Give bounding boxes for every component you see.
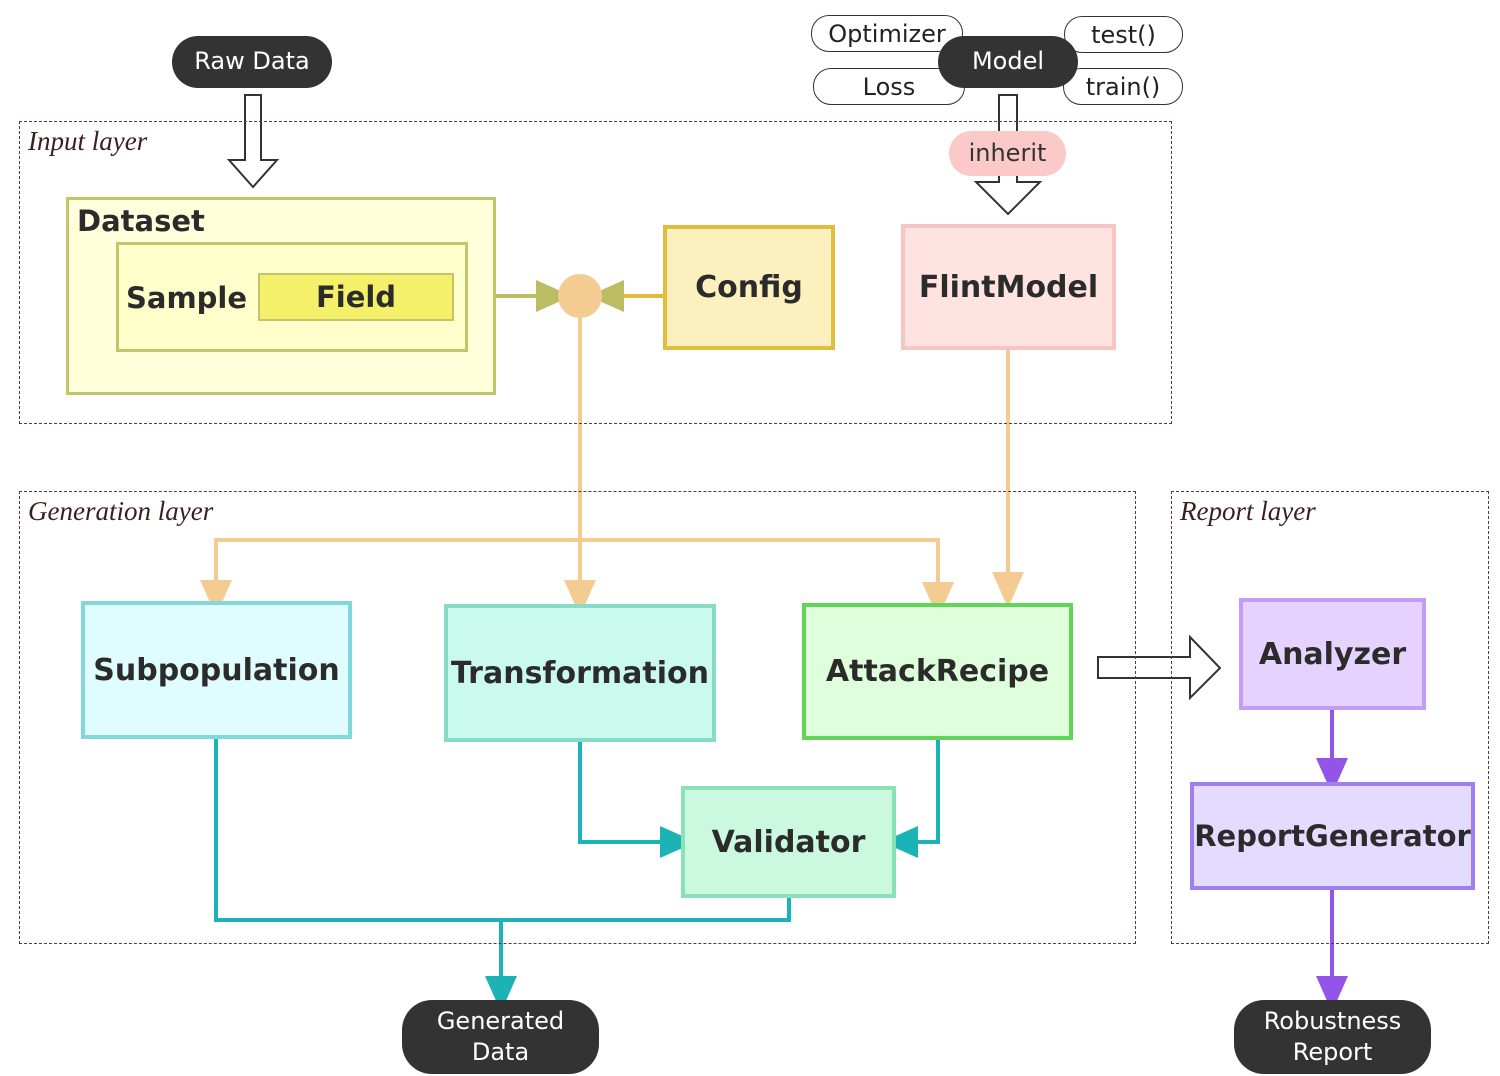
test-label: test()	[1091, 20, 1156, 49]
sample-label: Sample	[126, 281, 248, 315]
loss-label: Loss	[862, 72, 916, 101]
generated-data-terminal: Generated Data	[402, 1000, 599, 1074]
input-layer: Input layer	[19, 121, 1172, 424]
generation-layer-title: Generation layer	[28, 496, 214, 526]
transformation-to-validator-wire	[578, 742, 696, 858]
inherit-label: inherit	[968, 138, 1047, 167]
field-box: Field	[258, 273, 454, 321]
dataset-box: Dataset Sample Field	[66, 197, 496, 395]
inherit-badge: inherit	[949, 131, 1066, 176]
generation-layer: Generation layer	[19, 491, 1136, 944]
flintmodel-box: FlintModel	[901, 224, 1116, 350]
field-label: Field	[315, 280, 397, 314]
reportgenerator-box: ReportGenerator	[1190, 782, 1475, 890]
subpopulation-box: Subpopulation	[81, 601, 352, 739]
loss-tag: Loss	[813, 68, 965, 105]
attackrecipe-box: AttackRecipe	[802, 603, 1073, 740]
sample-box: Sample Field	[116, 242, 468, 352]
analyzer-box: Analyzer	[1239, 598, 1426, 710]
flintmodel-label: FlintModel	[918, 269, 1099, 305]
report-layer: Report layer	[1171, 491, 1489, 944]
transformation-box: Transformation	[444, 604, 716, 742]
generated-data-label-line1: Generated	[436, 1006, 565, 1035]
join-node	[558, 274, 602, 318]
optimizer-tag: Optimizer	[811, 15, 963, 52]
config-label: Config	[695, 270, 803, 305]
generation-to-report-arrow	[1097, 634, 1222, 701]
raw-data-label: Raw Data	[194, 47, 310, 76]
generated-data-label-line2: Data	[471, 1038, 530, 1066]
validator-box: Validator	[681, 786, 896, 898]
dataset-title: Dataset	[77, 204, 205, 238]
reportgenerator-label: ReportGenerator	[1194, 819, 1471, 853]
report-layer-title: Report layer	[1180, 496, 1316, 526]
model-label: Model	[971, 47, 1045, 76]
transformation-label: Transformation	[451, 655, 709, 691]
train-label: train()	[1085, 72, 1161, 101]
input-layer-title: Input layer	[28, 126, 148, 156]
attack-to-validator-wire	[882, 740, 940, 858]
robustness-report-label-line2: Report	[1292, 1038, 1373, 1066]
train-tag: train()	[1063, 68, 1183, 105]
robustness-report-label-line1: Robustness	[1263, 1006, 1402, 1035]
robustness-report-terminal: Robustness Report	[1234, 1000, 1431, 1074]
raw-data-arrow	[226, 94, 280, 189]
validator-label: Validator	[711, 824, 866, 860]
model-node: Model	[938, 36, 1078, 88]
config-box: Config	[663, 225, 835, 350]
test-tag: test()	[1064, 16, 1183, 53]
subpopulation-label: Subpopulation	[93, 652, 340, 688]
raw-data-terminal: Raw Data	[172, 36, 332, 88]
distribution-bus	[214, 538, 940, 600]
optimizer-label: Optimizer	[828, 19, 946, 48]
analyzer-label: Analyzer	[1258, 636, 1407, 672]
attackrecipe-label: AttackRecipe	[825, 654, 1050, 689]
